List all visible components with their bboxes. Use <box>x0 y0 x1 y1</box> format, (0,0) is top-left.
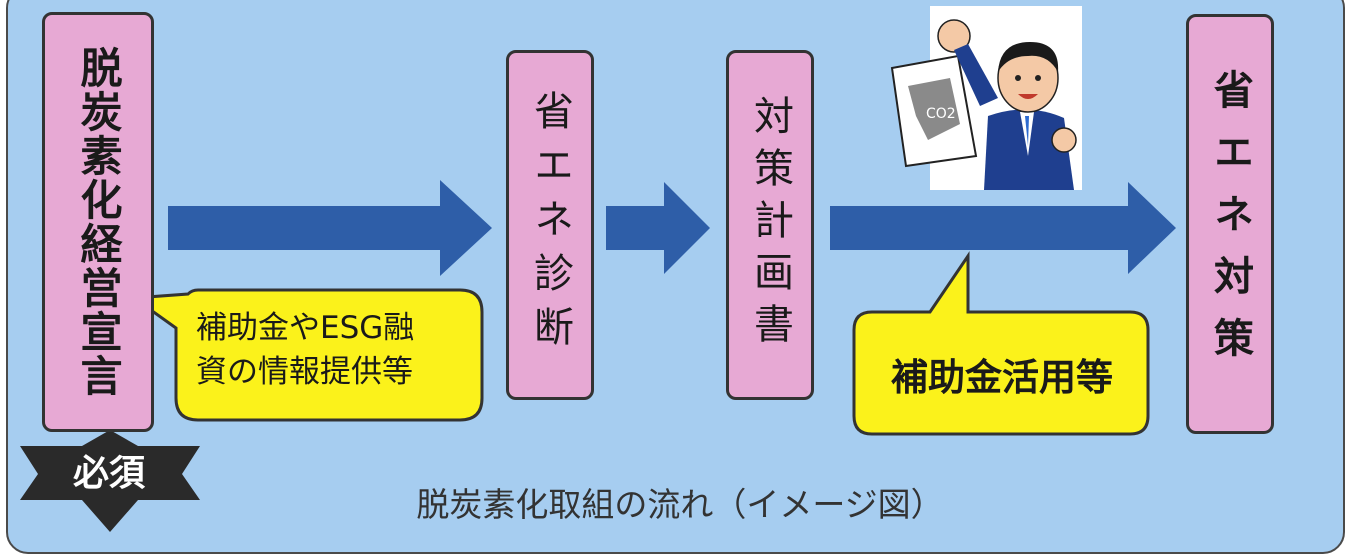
arrow-2 <box>606 182 710 274</box>
diagram-panel <box>6 0 1345 554</box>
step-declaration-label: 脱炭素化経営宣言 <box>74 46 123 398</box>
diagram-caption: 脱炭素化取組の流れ（イメージ図） <box>416 485 944 524</box>
info-callout-text: 補助金やESG融 資の情報提供等 <box>196 306 468 394</box>
step-energy-diagnosis-label: 省エネ診断 <box>527 90 573 360</box>
step-action-plan-label: 対策計画書 <box>747 95 793 355</box>
step-energy-measures-label: 省エネ対策 <box>1207 69 1253 379</box>
info-callout-line1: 補助金やESG融 <box>196 310 415 346</box>
required-badge-shape <box>20 430 200 532</box>
arrow-3 <box>830 182 1176 274</box>
subsidy-callout-text: 補助金活用等 <box>891 356 1113 399</box>
required-badge-label: 必須 <box>72 453 145 494</box>
arrow-1 <box>168 180 492 276</box>
info-callout-line2: 資の情報提供等 <box>196 354 413 390</box>
info-callout-bubble <box>129 288 484 422</box>
step-energy-diagnosis: 省エネ診断 <box>506 50 594 400</box>
co2-paper-text: CO2 <box>926 106 956 122</box>
step-declaration: 脱炭素化経営宣言 <box>42 12 154 432</box>
step-action-plan: 対策計画書 <box>726 50 814 400</box>
businessman-holding-co2-paper-icon: CO2 <box>890 6 1082 190</box>
subsidy-callout-bubble <box>852 251 1150 436</box>
step-energy-measures: 省エネ対策 <box>1186 14 1274 434</box>
